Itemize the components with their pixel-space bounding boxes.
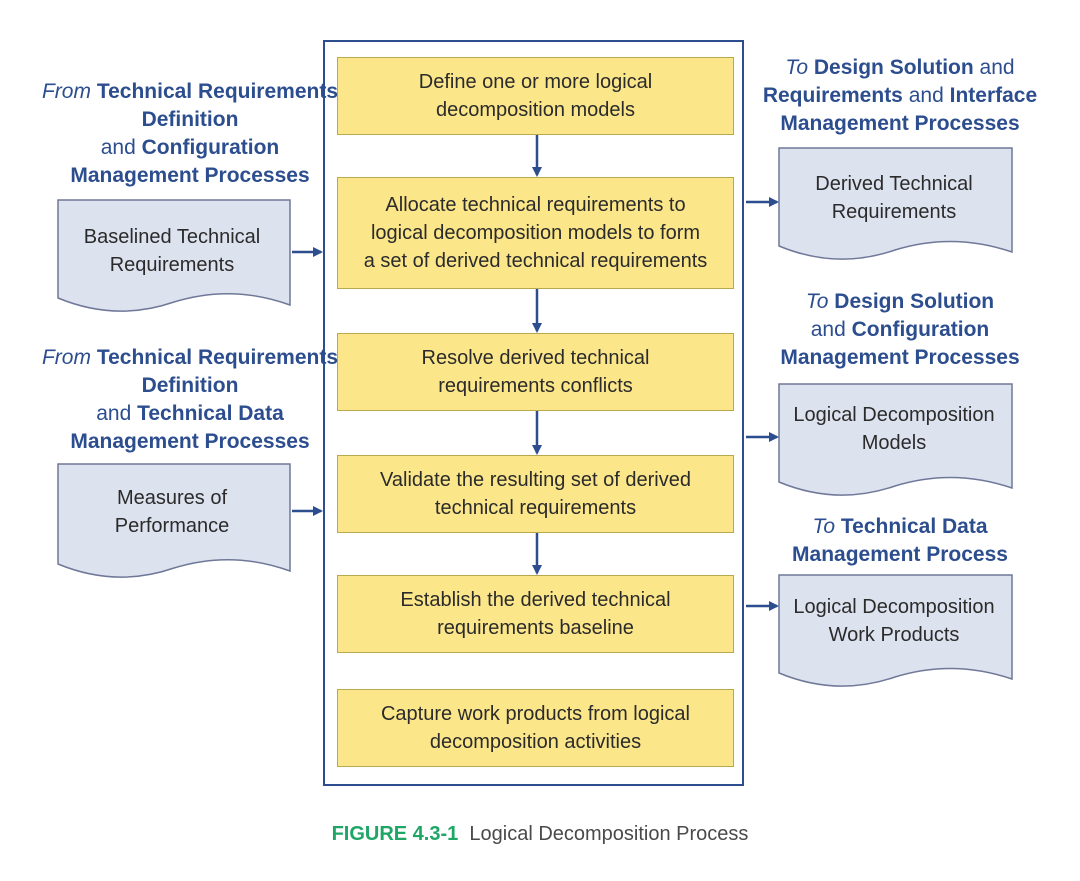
label-bold: Requirements — [762, 84, 903, 107]
doc-line: Logical Decomposition — [793, 596, 994, 618]
label-prefix: From — [41, 80, 91, 103]
step-define-models: Define one or more logical decomposition … — [337, 57, 734, 135]
label-bold: Management Process — [792, 543, 1008, 566]
document-work-products: Logical Decomposition Work Products — [778, 574, 1013, 687]
step-line: technical requirements — [434, 497, 637, 519]
step-validate: Validate the resulting set of derived tec… — [337, 455, 734, 533]
output-dest-label-2: To Design Solution and Configuration Man… — [745, 288, 1055, 372]
step-line: logical decomposition models to form — [370, 222, 701, 244]
label-prefix: To — [805, 290, 829, 313]
step-line: Define one or more logical — [418, 71, 653, 93]
step-line: Resolve derived technical — [421, 347, 650, 369]
output-dest-label-1: To Design Solution and Requirements and … — [745, 54, 1055, 138]
document-logical-decomposition-models: Logical Decomposition Models — [778, 383, 1013, 496]
doc-line: Baselined Technical — [84, 226, 260, 248]
label-bold: Technical Data — [840, 515, 988, 538]
step-line: requirements baseline — [437, 617, 634, 639]
label-bold: Technical Requirements Definition — [96, 80, 339, 131]
label-connector: and — [100, 136, 136, 159]
step-line: Capture work products from logical — [380, 703, 690, 725]
label-prefix: To — [785, 56, 809, 79]
label-connector: and — [908, 84, 944, 107]
label-prefix: From — [41, 346, 91, 369]
step-line: decomposition models — [436, 99, 635, 121]
step-line: Allocate technical requirements to — [385, 194, 686, 216]
input-source-label-1: From Technical Requirements Definition a… — [40, 78, 340, 190]
output-dest-label-3: To Technical Data Management Process — [745, 513, 1055, 569]
label-bold: Interface — [949, 84, 1038, 107]
label-connector: and — [96, 402, 132, 425]
label-connector: and — [810, 318, 846, 341]
doc-line: Requirements — [110, 254, 235, 276]
step-resolve-conflicts: Resolve derived technical requirements co… — [337, 333, 734, 411]
figure-caption: FIGURE 4.3-1 Logical Decomposition Proce… — [0, 823, 1080, 846]
label-bold: Configuration Management Processes — [70, 136, 310, 187]
doc-line: Logical Decomposition — [793, 404, 994, 426]
doc-line: Work Products — [829, 624, 960, 646]
figure-title: Logical Decomposition Process — [469, 823, 749, 845]
step-allocate-requirements: Allocate technical requirements to logica… — [337, 177, 734, 289]
figure-number: FIGURE 4.3-1 — [331, 823, 459, 845]
label-bold: Technical Data Management Processes — [70, 402, 310, 453]
step-capture-work-products: Capture work products from logical decomp… — [337, 689, 734, 767]
label-bold: Design Solution — [834, 290, 995, 313]
step-line: Establish the derived technical — [400, 589, 671, 611]
label-bold: Technical Requirements Definition — [96, 346, 339, 397]
step-line: Validate the resulting set of derived — [380, 469, 691, 491]
doc-line: Performance — [115, 515, 230, 537]
doc-line: Models — [862, 432, 926, 454]
label-connector: and — [979, 56, 1015, 79]
label-bold: Configuration — [851, 318, 990, 341]
doc-line: Measures of — [117, 487, 227, 509]
input-source-label-2: From Technical Requirements Definition a… — [40, 344, 340, 456]
process-frame — [323, 40, 744, 786]
doc-line: Requirements — [832, 201, 957, 223]
label-bold: Management Processes — [780, 112, 1020, 135]
document-baselined-requirements: Baselined Technical Requirements — [57, 199, 291, 312]
step-line: decomposition activities — [429, 731, 642, 753]
label-bold: Design Solution — [813, 56, 974, 79]
step-line: a set of derived technical requirements — [363, 250, 708, 272]
label-bold: Management Processes — [780, 346, 1020, 369]
step-line: requirements conflicts — [438, 375, 633, 397]
label-prefix: To — [812, 515, 836, 538]
document-measures-of-performance: Measures of Performance — [57, 463, 291, 578]
document-derived-requirements: Derived Technical Requirements — [778, 147, 1013, 260]
doc-line: Derived Technical — [815, 173, 973, 195]
step-establish-baseline: Establish the derived technical requireme… — [337, 575, 734, 653]
